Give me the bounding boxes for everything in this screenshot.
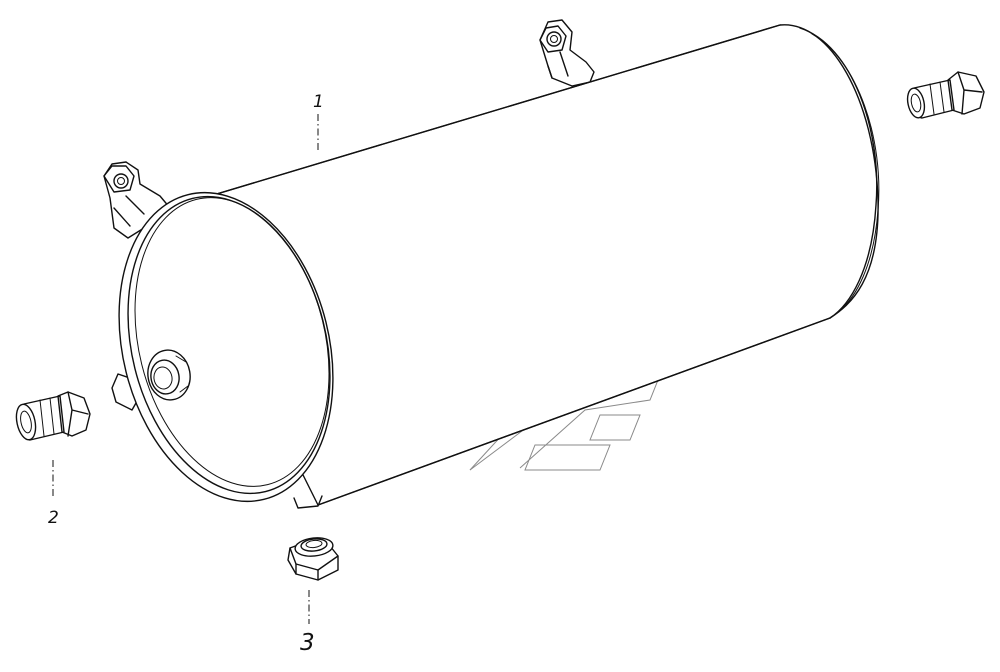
callout-3: 3: [300, 630, 315, 656]
adapter-fitting: [287, 537, 339, 581]
plug-fitting-left: [15, 391, 91, 441]
callout-2: 2: [48, 508, 59, 528]
callout-1: 1: [313, 92, 324, 112]
air-tank: [103, 19, 880, 509]
mounting-bracket-top: [539, 19, 595, 87]
plug-fitting-right: [906, 71, 985, 119]
